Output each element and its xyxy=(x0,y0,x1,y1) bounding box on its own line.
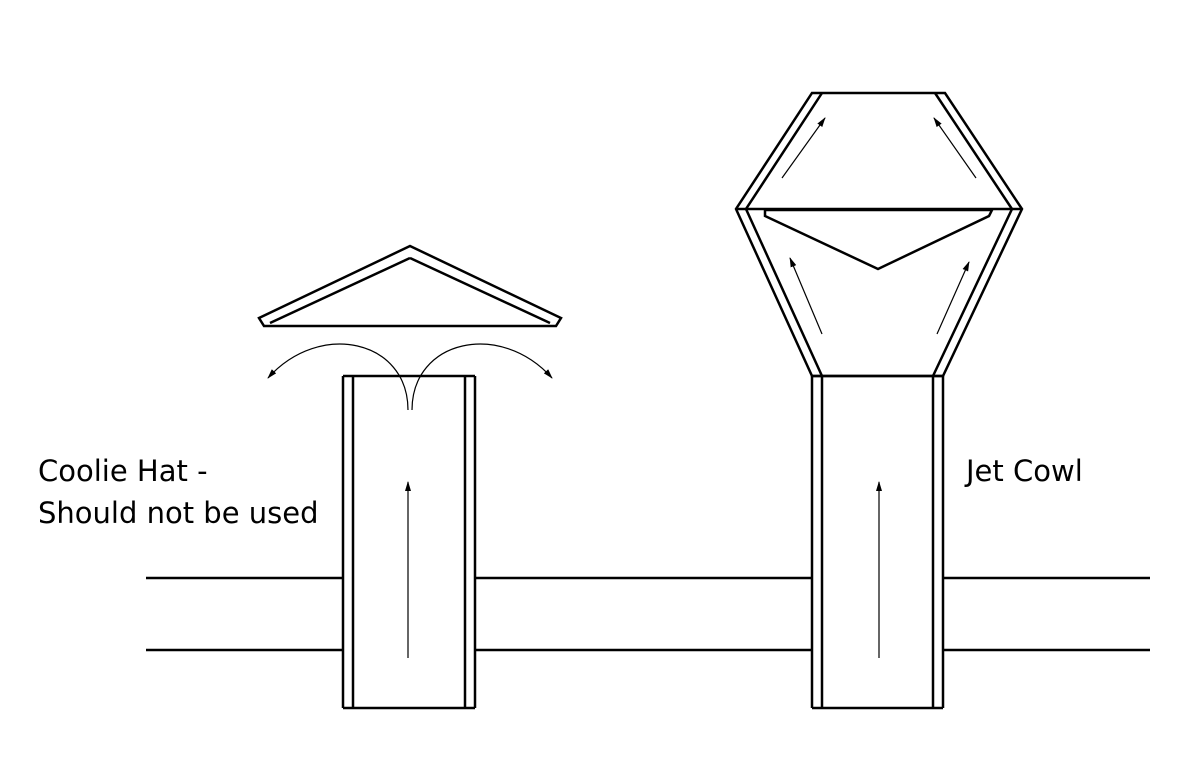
jet-cowl-label: Jet Cowl xyxy=(964,454,1083,488)
coolie-right-deflect-arrow xyxy=(411,343,553,411)
coolie-hat-label-line1: Coolie Hat - xyxy=(38,454,208,488)
jet-cowl-lower-left-arrow xyxy=(789,257,823,335)
jet-cowl-head xyxy=(734,91,1024,378)
roof-lines xyxy=(146,576,1150,652)
jet-cowl-assembly xyxy=(734,91,1024,710)
jet-cowl-flue-pipe xyxy=(810,374,945,710)
jet-cowl-upper-right-arrow xyxy=(933,117,977,179)
jet-cowl-lower-right-arrow xyxy=(936,261,970,335)
coolie-hat-cap xyxy=(257,244,563,328)
coolie-flue-pipe xyxy=(341,374,477,710)
coolie-hat-assembly xyxy=(257,244,563,710)
jet-cowl-upper-left-arrow xyxy=(781,117,826,179)
coolie-hat-label-line2: Should not be used xyxy=(38,496,319,530)
coolie-left-deflect-arrow xyxy=(267,343,409,411)
